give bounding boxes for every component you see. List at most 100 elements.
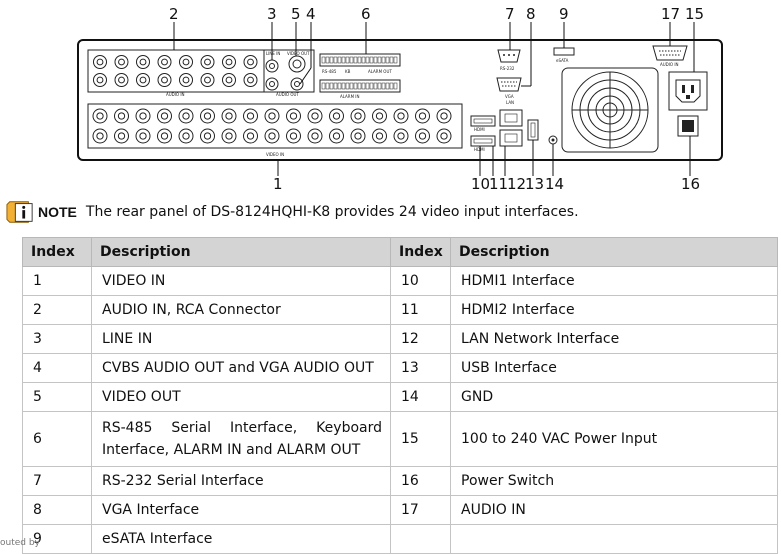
index-cell: 13 bbox=[390, 353, 451, 383]
bnc-connector-pin bbox=[397, 132, 405, 140]
bnc-connector-pin bbox=[161, 76, 168, 84]
terminal-pin bbox=[353, 82, 358, 90]
bnc-connector-pin bbox=[182, 132, 190, 140]
description-cell: Power Switch bbox=[450, 466, 778, 496]
bnc-connector-pin bbox=[332, 112, 341, 120]
label-video-in: VIDEO IN bbox=[266, 152, 284, 157]
terminal-pin bbox=[361, 56, 366, 64]
index-cell: 14 bbox=[390, 382, 451, 412]
table-row: 1 VIDEO IN 10 HDMI1 Interface bbox=[22, 266, 778, 296]
bnc-connector-pin bbox=[375, 112, 384, 120]
callout-12: 12 bbox=[507, 175, 526, 193]
description-cell: eSATA Interface bbox=[91, 524, 391, 554]
terminal-pin bbox=[377, 56, 382, 64]
bnc-connector-pin bbox=[247, 76, 254, 84]
terminal-pin bbox=[349, 56, 354, 64]
terminal-pin bbox=[377, 82, 382, 90]
callout-10: 10 bbox=[471, 175, 490, 193]
label-alarm-in: ALARM IN bbox=[340, 94, 359, 99]
bnc-connector-pin bbox=[225, 132, 233, 140]
audio-in-block: AUDIO IN bbox=[87, 49, 265, 97]
description-cell: 100 to 240 VAC Power Input bbox=[450, 411, 778, 467]
bnc-connector-pin bbox=[247, 58, 254, 66]
label-kb: KB bbox=[345, 69, 351, 74]
bnc-connector-pin bbox=[354, 112, 362, 120]
description-cell: GND bbox=[450, 382, 778, 412]
callout-17: 17 bbox=[661, 5, 680, 23]
bnc-connector-pin bbox=[204, 76, 211, 84]
callout-16: 16 bbox=[681, 175, 700, 193]
index-cell: 6 bbox=[22, 411, 92, 467]
gnd-terminal bbox=[548, 135, 558, 145]
callout-5: 5 bbox=[291, 5, 301, 23]
callout-lines bbox=[173, 22, 695, 176]
terminal-pin bbox=[381, 82, 386, 90]
bnc-connector-pin bbox=[118, 58, 125, 66]
description-cell: AUDIO IN, RCA Connector bbox=[91, 295, 391, 325]
index-cell: 11 bbox=[390, 295, 451, 325]
bnc-connector-pin bbox=[397, 112, 405, 120]
label-video-out: VIDEO OUT bbox=[287, 51, 310, 56]
index-cell: 1 bbox=[22, 266, 92, 296]
callout-14: 14 bbox=[545, 175, 564, 193]
bnc-connector-pin bbox=[96, 58, 104, 66]
rs232-port: RS-232 bbox=[497, 49, 521, 71]
terminal-pin bbox=[345, 56, 350, 64]
label-audio-in: AUDIO IN bbox=[166, 92, 185, 97]
index-cell: 2 bbox=[22, 295, 92, 325]
table-header-row: Index Description Index Description bbox=[22, 237, 778, 267]
terminal-pin bbox=[349, 82, 354, 90]
terminal-pin bbox=[321, 82, 326, 90]
table-row: 4 CVBS AUDIO OUT and VGA AUDIO OUT 13 US… bbox=[22, 353, 778, 383]
bnc-connector-pin bbox=[203, 112, 212, 120]
callout-1: 1 bbox=[273, 175, 283, 193]
index-cell: 8 bbox=[22, 495, 92, 525]
terminal-pin bbox=[325, 82, 330, 90]
bnc-connector-pin bbox=[204, 58, 211, 66]
terminal-pin bbox=[373, 82, 378, 90]
bnc-connector-pin bbox=[332, 132, 341, 140]
bnc-connector-pin bbox=[225, 112, 233, 120]
description-cell: RS-485 Serial Interface, Keyboard Interf… bbox=[91, 411, 391, 467]
terminal-blocks: RS-485 KB ALARM OUT ALARM IN bbox=[319, 53, 401, 99]
terminal-pin bbox=[369, 56, 374, 64]
description-cell: RS-232 Serial Interface bbox=[91, 466, 391, 496]
table-row: 5 VIDEO OUT 14 GND bbox=[22, 382, 778, 412]
terminal-pin bbox=[333, 82, 338, 90]
terminal-pin bbox=[341, 82, 346, 90]
label-audio-out: AUDIO OUT bbox=[276, 92, 299, 97]
description-cell: LAN Network Interface bbox=[450, 324, 778, 354]
label-audio-in-right: AUDIO IN bbox=[660, 62, 679, 67]
bnc-connector-pin bbox=[440, 112, 448, 120]
bnc-connector-pin bbox=[418, 132, 427, 140]
terminal-pin bbox=[345, 82, 350, 90]
header-description-2: Description bbox=[450, 237, 778, 267]
callout-6: 6 bbox=[361, 5, 371, 23]
terminal-pin bbox=[357, 56, 362, 64]
index-cell: 4 bbox=[22, 353, 92, 383]
label-vga: VGA bbox=[505, 94, 514, 99]
callout-7: 7 bbox=[505, 5, 515, 23]
terminal-pin bbox=[337, 56, 342, 64]
audio-in-right-port: AUDIO IN bbox=[652, 45, 688, 67]
header-index-1: Index bbox=[22, 237, 92, 267]
bnc-connector-pin bbox=[182, 112, 190, 120]
bnc-connector-pin bbox=[139, 132, 147, 140]
terminal-pin bbox=[361, 82, 366, 90]
power-switch bbox=[677, 115, 699, 137]
bnc-connector-pin bbox=[268, 132, 276, 140]
description-cell: CVBS AUDIO OUT and VGA AUDIO OUT bbox=[91, 353, 391, 383]
index-cell: 12 bbox=[390, 324, 451, 354]
description-cell: VGA Interface bbox=[91, 495, 391, 525]
label-lan: LAN bbox=[506, 100, 514, 105]
description-cell bbox=[450, 524, 778, 554]
bnc-connector-pin bbox=[311, 112, 319, 120]
bnc-connector-pin bbox=[161, 58, 168, 66]
bnc-connector-pin bbox=[139, 76, 147, 84]
index-cell: 7 bbox=[22, 466, 92, 496]
index-cell: 16 bbox=[390, 466, 451, 496]
table-row: 3 LINE IN 12 LAN Network Interface bbox=[22, 324, 778, 354]
bnc-connector-pin bbox=[182, 58, 190, 66]
table-row: 2 AUDIO IN, RCA Connector 11 HDMI2 Inter… bbox=[22, 295, 778, 325]
bnc-connector-pin bbox=[117, 112, 126, 120]
